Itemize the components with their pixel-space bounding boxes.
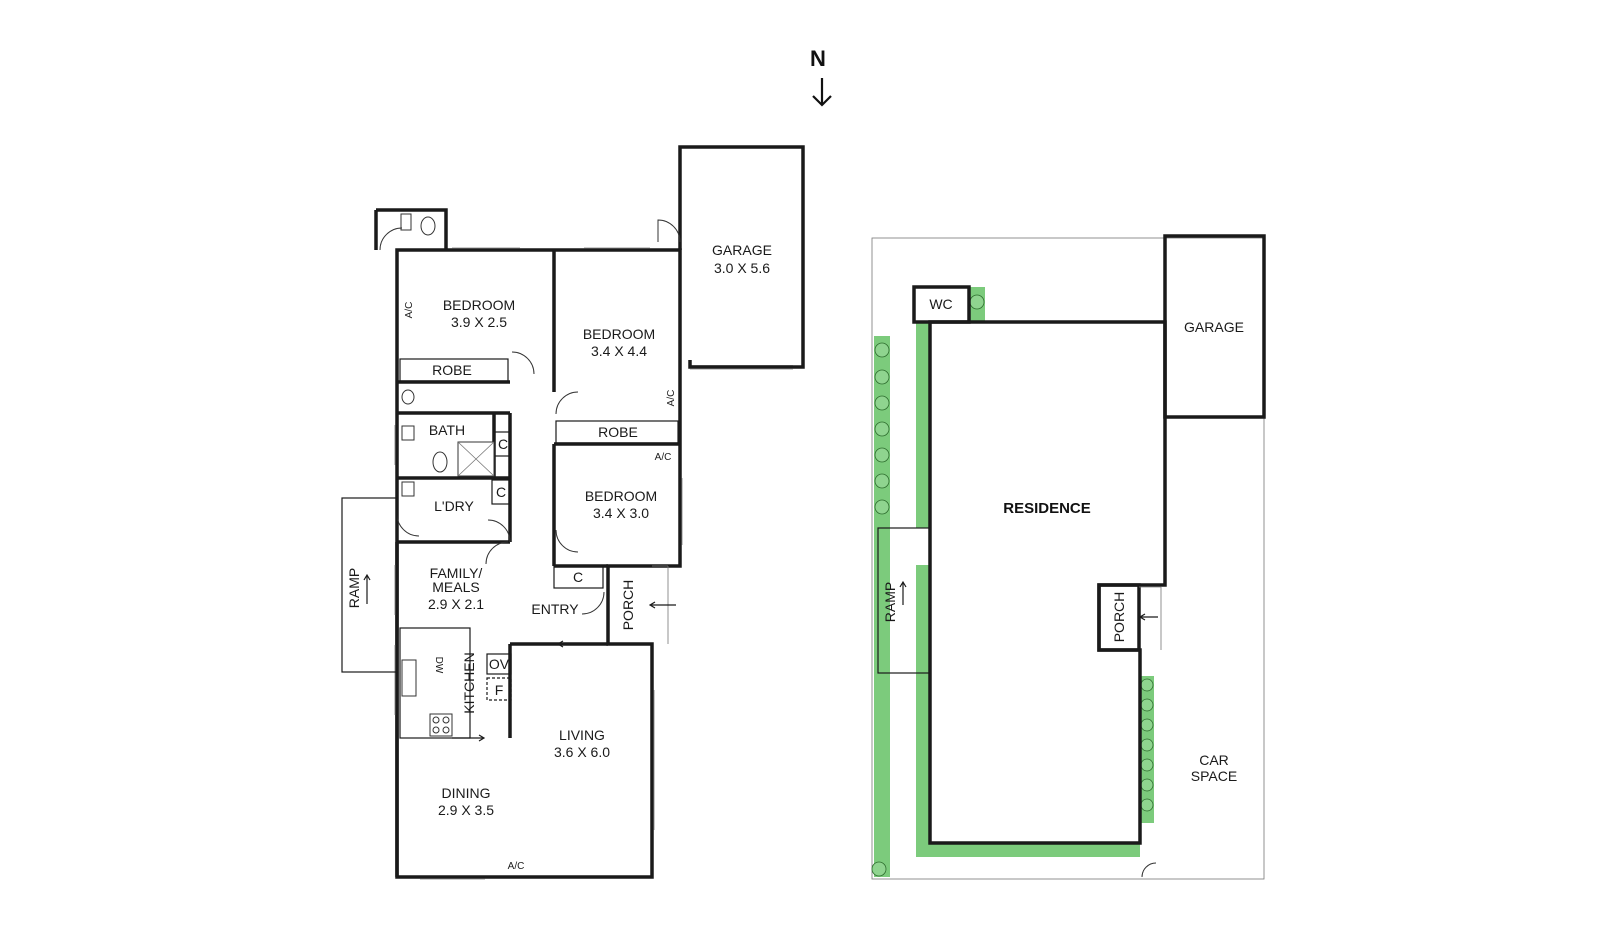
- trough-icon: [401, 481, 415, 497]
- family-name: FAMILY/: [430, 565, 483, 581]
- site-porch-label: PORCH: [1111, 592, 1127, 643]
- outdoor-wc-wall: [374, 208, 448, 250]
- ramp-label: RAMP: [346, 568, 362, 608]
- residence-label: RESIDENCE: [1003, 500, 1091, 517]
- cupboard-entry-label: C: [573, 569, 583, 585]
- site-garage-label: GARAGE: [1184, 319, 1244, 335]
- ac-label: A/C: [508, 861, 525, 872]
- garage-name: GARAGE: [712, 242, 772, 258]
- basin-icon: [400, 213, 412, 231]
- arrow-right-icon: [452, 734, 486, 742]
- site-ramp: [877, 527, 931, 674]
- car-space-label-2: SPACE: [1191, 768, 1237, 784]
- cupboard-laundry: [491, 479, 511, 505]
- garden-left: [874, 336, 890, 877]
- arrow-up-icon: [899, 580, 907, 605]
- basin-icon: [401, 425, 415, 441]
- robe-2: [555, 420, 679, 444]
- north-arrow: N: [810, 46, 832, 107]
- house-floor-plan: ROBE ROBE C C C BATH L'DRY: [341, 145, 805, 880]
- arrow-down-icon: [812, 78, 832, 107]
- ac-label: A/C: [666, 390, 677, 407]
- dishwasher-label: DW: [433, 657, 444, 674]
- garage-side-door: [657, 219, 681, 243]
- site-porch: [1097, 583, 1141, 652]
- living-name: LIVING: [559, 727, 605, 743]
- site-residence: [928, 320, 1167, 845]
- north-label: N: [810, 46, 826, 71]
- arrow-left-icon: [648, 601, 676, 609]
- robe-1: [399, 358, 509, 382]
- kitchen-bench: [399, 627, 471, 739]
- living-size: 3.6 X 6.0: [554, 744, 610, 760]
- garden-residence-left-lower: [916, 565, 930, 857]
- fridge-label: F: [495, 682, 504, 698]
- site-garage: [1163, 234, 1266, 419]
- arrow-left-icon: [1138, 613, 1158, 621]
- cupboard-bath-label: C: [498, 436, 508, 452]
- garage-size: 3.0 X 5.6: [714, 260, 770, 276]
- dining-name: DINING: [442, 785, 491, 801]
- bedroom-3-name: BEDROOM: [585, 488, 657, 504]
- arrow-left-icon: [556, 640, 600, 648]
- ac-label: A/C: [404, 302, 415, 319]
- dining-size: 2.9 X 3.5: [438, 802, 494, 818]
- toilet-icon: [432, 451, 448, 473]
- bath-label: BATH: [429, 422, 465, 438]
- sink-icon: [401, 659, 417, 697]
- ac-label: A/C: [655, 452, 672, 463]
- windows: [394, 247, 683, 880]
- ramp: [341, 497, 398, 673]
- arrow-up-icon: [363, 573, 371, 604]
- laundry-label: L'DRY: [434, 498, 474, 514]
- porch-label: PORCH: [620, 580, 636, 631]
- oven-label: OV: [489, 656, 510, 672]
- bedroom-1-size: 3.9 X 2.5: [451, 314, 507, 330]
- tree-icons: [871, 294, 1154, 877]
- fridge: [486, 677, 512, 701]
- site-boundary: [871, 237, 1265, 880]
- oven: [486, 653, 512, 675]
- bedroom-2-size: 3.4 X 4.4: [591, 343, 647, 359]
- gate-icon: [1141, 862, 1157, 878]
- toilet-icon: [420, 216, 436, 236]
- kitchen-label: KITCHEN: [461, 652, 477, 713]
- toilet-icon: [401, 389, 415, 405]
- site-wc-label: WC: [929, 296, 952, 312]
- family-size: 2.9 X 2.1: [428, 596, 484, 612]
- bedroom-1-name: BEDROOM: [443, 297, 515, 313]
- bedroom-3-size: 3.4 X 3.0: [593, 505, 649, 521]
- car-space-label-1: CAR: [1199, 752, 1229, 768]
- garden-residence-left: [916, 323, 930, 528]
- entry-label: ENTRY: [531, 601, 579, 617]
- robe-2-label: ROBE: [598, 424, 638, 440]
- cupboard-laundry-label: C: [496, 484, 506, 500]
- robe-1-label: ROBE: [432, 362, 472, 378]
- bedroom-2-name: BEDROOM: [583, 326, 655, 342]
- garden-residence-bottom: [916, 843, 1140, 857]
- site-ramp-label: RAMP: [882, 582, 898, 622]
- family-name-2: MEALS: [432, 579, 479, 595]
- cooktop-icon: [429, 713, 453, 737]
- cupboard-entry: [553, 565, 604, 589]
- site-plan: WC RESIDENCE GARAGE RAMP PORCH CAR SPACE: [871, 234, 1266, 880]
